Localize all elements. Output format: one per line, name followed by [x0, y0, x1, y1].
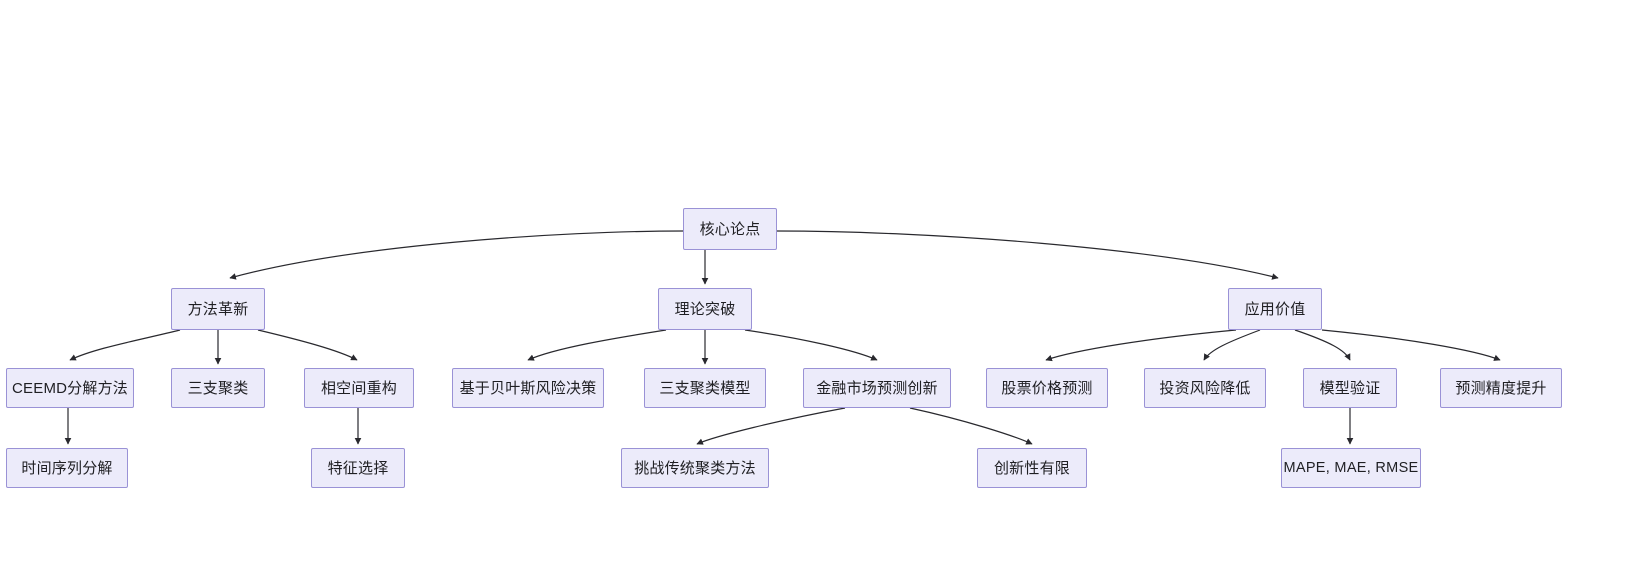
node-label: 金融市场预测创新 — [816, 379, 938, 397]
node-l2j[interactable]: 预测精度提升 — [1440, 368, 1562, 408]
node-l2a[interactable]: CEEMD分解方法 — [6, 368, 134, 408]
node-l1c[interactable]: 应用价值 — [1228, 288, 1322, 330]
node-label: 时间序列分解 — [21, 459, 113, 477]
node-l1a[interactable]: 方法革新 — [171, 288, 265, 330]
node-root[interactable]: 核心论点 — [683, 208, 777, 250]
node-label: 预测精度提升 — [1455, 379, 1547, 397]
edge-l1b-to-l2d — [527, 329, 667, 361]
node-l2d[interactable]: 基于贝叶斯风险决策 — [452, 368, 604, 408]
edge-l1c-to-l2g — [1045, 329, 1237, 362]
node-label: CEEMD分解方法 — [12, 379, 128, 397]
node-label: 基于贝叶斯风险决策 — [459, 379, 597, 397]
edge-l2f-to-l3c — [696, 407, 846, 445]
edge-root-to-l1a — [229, 230, 684, 280]
node-l2f[interactable]: 金融市场预测创新 — [803, 368, 951, 408]
node-l2c[interactable]: 相空间重构 — [304, 368, 414, 408]
edge-l1c-to-l2j — [1321, 329, 1501, 361]
edge-l1c-to-l2i — [1294, 329, 1351, 361]
node-l2g[interactable]: 股票价格预测 — [986, 368, 1108, 408]
node-label: 三支聚类模型 — [659, 379, 751, 397]
node-label: 应用价值 — [1244, 300, 1306, 318]
node-label: 特征选择 — [327, 459, 389, 477]
edge-l2f-to-l3d — [909, 407, 1033, 445]
edge-root-to-l1c — [776, 230, 1279, 280]
node-l3a[interactable]: 时间序列分解 — [6, 448, 128, 488]
node-l3c[interactable]: 挑战传统聚类方法 — [621, 448, 769, 488]
node-label: 三支聚类 — [187, 379, 249, 397]
node-l2h[interactable]: 投资风险降低 — [1144, 368, 1266, 408]
node-label: 理论突破 — [674, 300, 736, 318]
node-l2b[interactable]: 三支聚类 — [171, 368, 265, 408]
node-l2i[interactable]: 模型验证 — [1303, 368, 1397, 408]
node-label: 相空间重构 — [320, 379, 397, 397]
node-l2e[interactable]: 三支聚类模型 — [644, 368, 766, 408]
node-l3d[interactable]: 创新性有限 — [977, 448, 1087, 488]
node-label: 投资风险降低 — [1159, 379, 1251, 397]
edge-l1c-to-l2h — [1203, 329, 1261, 361]
node-label: 股票价格预测 — [1001, 379, 1093, 397]
node-l3e[interactable]: MAPE, MAE, RMSE — [1281, 448, 1421, 488]
edge-l1a-to-l2a — [69, 329, 181, 361]
edge-l1b-to-l2f — [744, 329, 878, 361]
node-l1b[interactable]: 理论突破 — [658, 288, 752, 330]
edge-l1a-to-l2c — [257, 329, 358, 361]
node-l3b[interactable]: 特征选择 — [311, 448, 405, 488]
node-label: 模型验证 — [1319, 379, 1381, 397]
node-label: 核心论点 — [699, 220, 761, 238]
node-label: 创新性有限 — [993, 459, 1070, 477]
node-label: 挑战传统聚类方法 — [634, 459, 756, 477]
node-label: MAPE, MAE, RMSE — [1283, 459, 1419, 476]
node-label: 方法革新 — [187, 300, 249, 318]
